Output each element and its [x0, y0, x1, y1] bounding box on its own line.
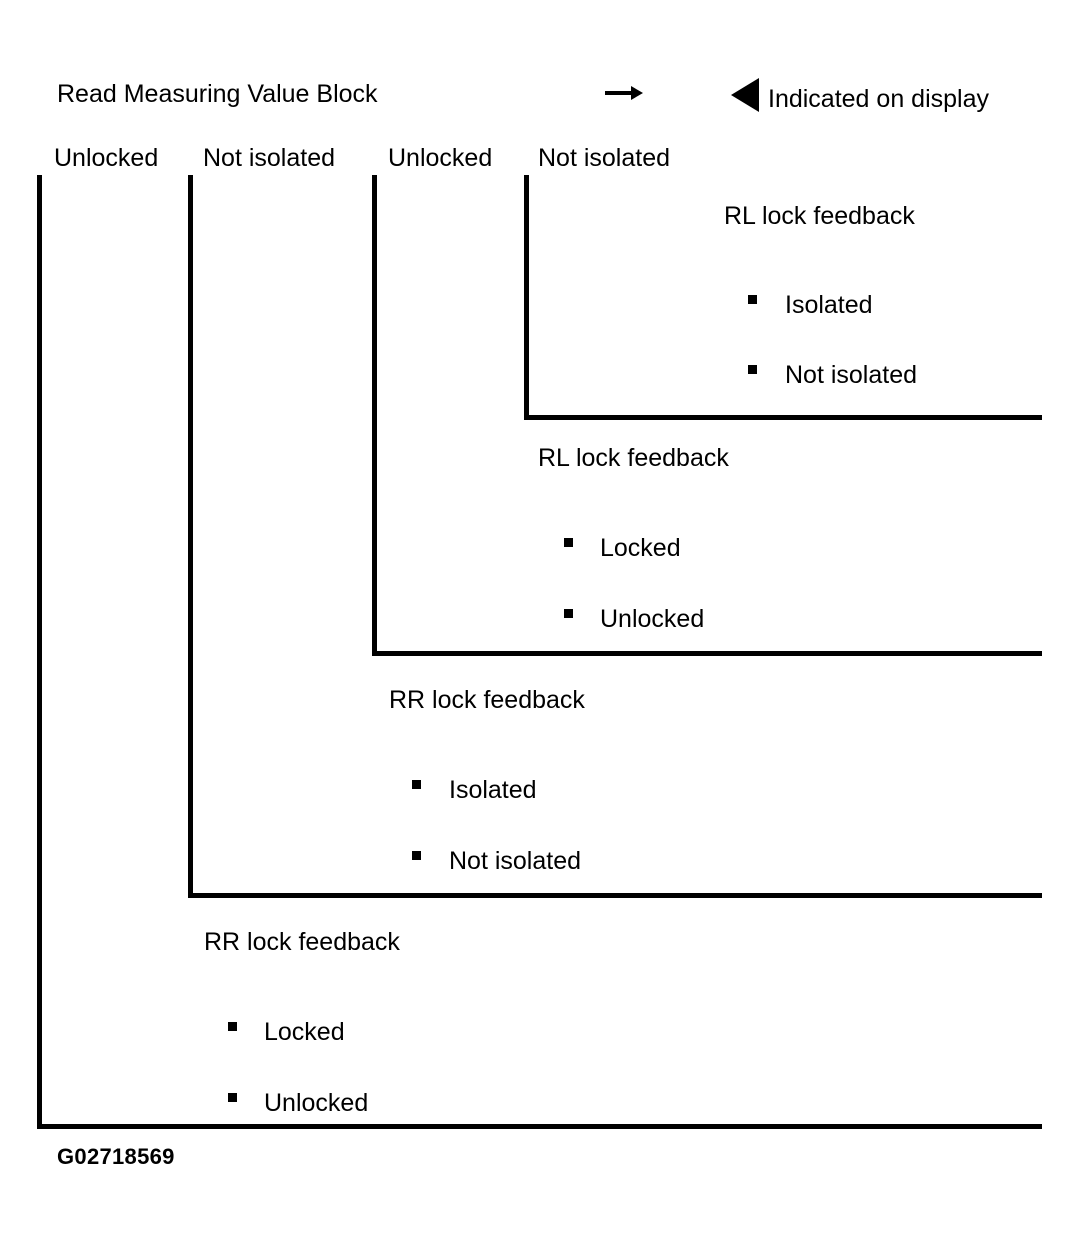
bullet-icon [748, 295, 757, 304]
diagram-title: Read Measuring Value Block [57, 80, 378, 108]
bullet-icon [412, 851, 421, 860]
option-level-3-item-1: Isolated [449, 776, 537, 804]
section-heading-level-2: RL lock feedback [538, 444, 729, 472]
legend-label: Indicated on display [768, 85, 989, 113]
column-header-2: Not isolated [203, 144, 336, 172]
arrow-head [631, 86, 643, 100]
option-level-1-item-1: Isolated [785, 291, 873, 319]
option-level-2-item-1: Locked [600, 534, 681, 562]
bullet-icon [564, 538, 573, 547]
bracket-vertical-level-2 [372, 175, 377, 656]
bracket-horizontal-level-2 [372, 651, 1042, 656]
bracket-vertical-level-4 [37, 175, 42, 1129]
bullet-icon [748, 365, 757, 374]
arrow-right-icon [605, 86, 643, 100]
bullet-icon [228, 1022, 237, 1031]
option-level-1-item-2: Not isolated [785, 361, 918, 389]
arrow-shaft [605, 91, 635, 95]
bracket-vertical-level-1 [524, 175, 529, 420]
bullet-icon [412, 780, 421, 789]
section-heading-level-3: RR lock feedback [389, 686, 585, 714]
bullet-icon [228, 1093, 237, 1102]
section-heading-level-1: RL lock feedback [724, 202, 915, 230]
option-level-4-item-2: Unlocked [264, 1089, 369, 1117]
bullet-icon [564, 609, 573, 618]
column-header-4: Not isolated [538, 144, 671, 172]
bracket-vertical-level-3 [188, 175, 193, 898]
figure-code: G02718569 [57, 1144, 175, 1169]
bracket-horizontal-level-3 [188, 893, 1042, 898]
bracket-horizontal-level-4 [37, 1124, 1042, 1129]
option-level-3-item-2: Not isolated [449, 847, 582, 875]
section-heading-level-4: RR lock feedback [204, 928, 400, 956]
option-level-2-item-2: Unlocked [600, 605, 705, 633]
column-header-1: Unlocked [54, 144, 159, 172]
option-level-4-item-1: Locked [264, 1018, 345, 1046]
bracket-horizontal-level-1 [524, 415, 1042, 420]
column-header-3: Unlocked [388, 144, 493, 172]
triangle-left-solid-icon [731, 78, 759, 112]
